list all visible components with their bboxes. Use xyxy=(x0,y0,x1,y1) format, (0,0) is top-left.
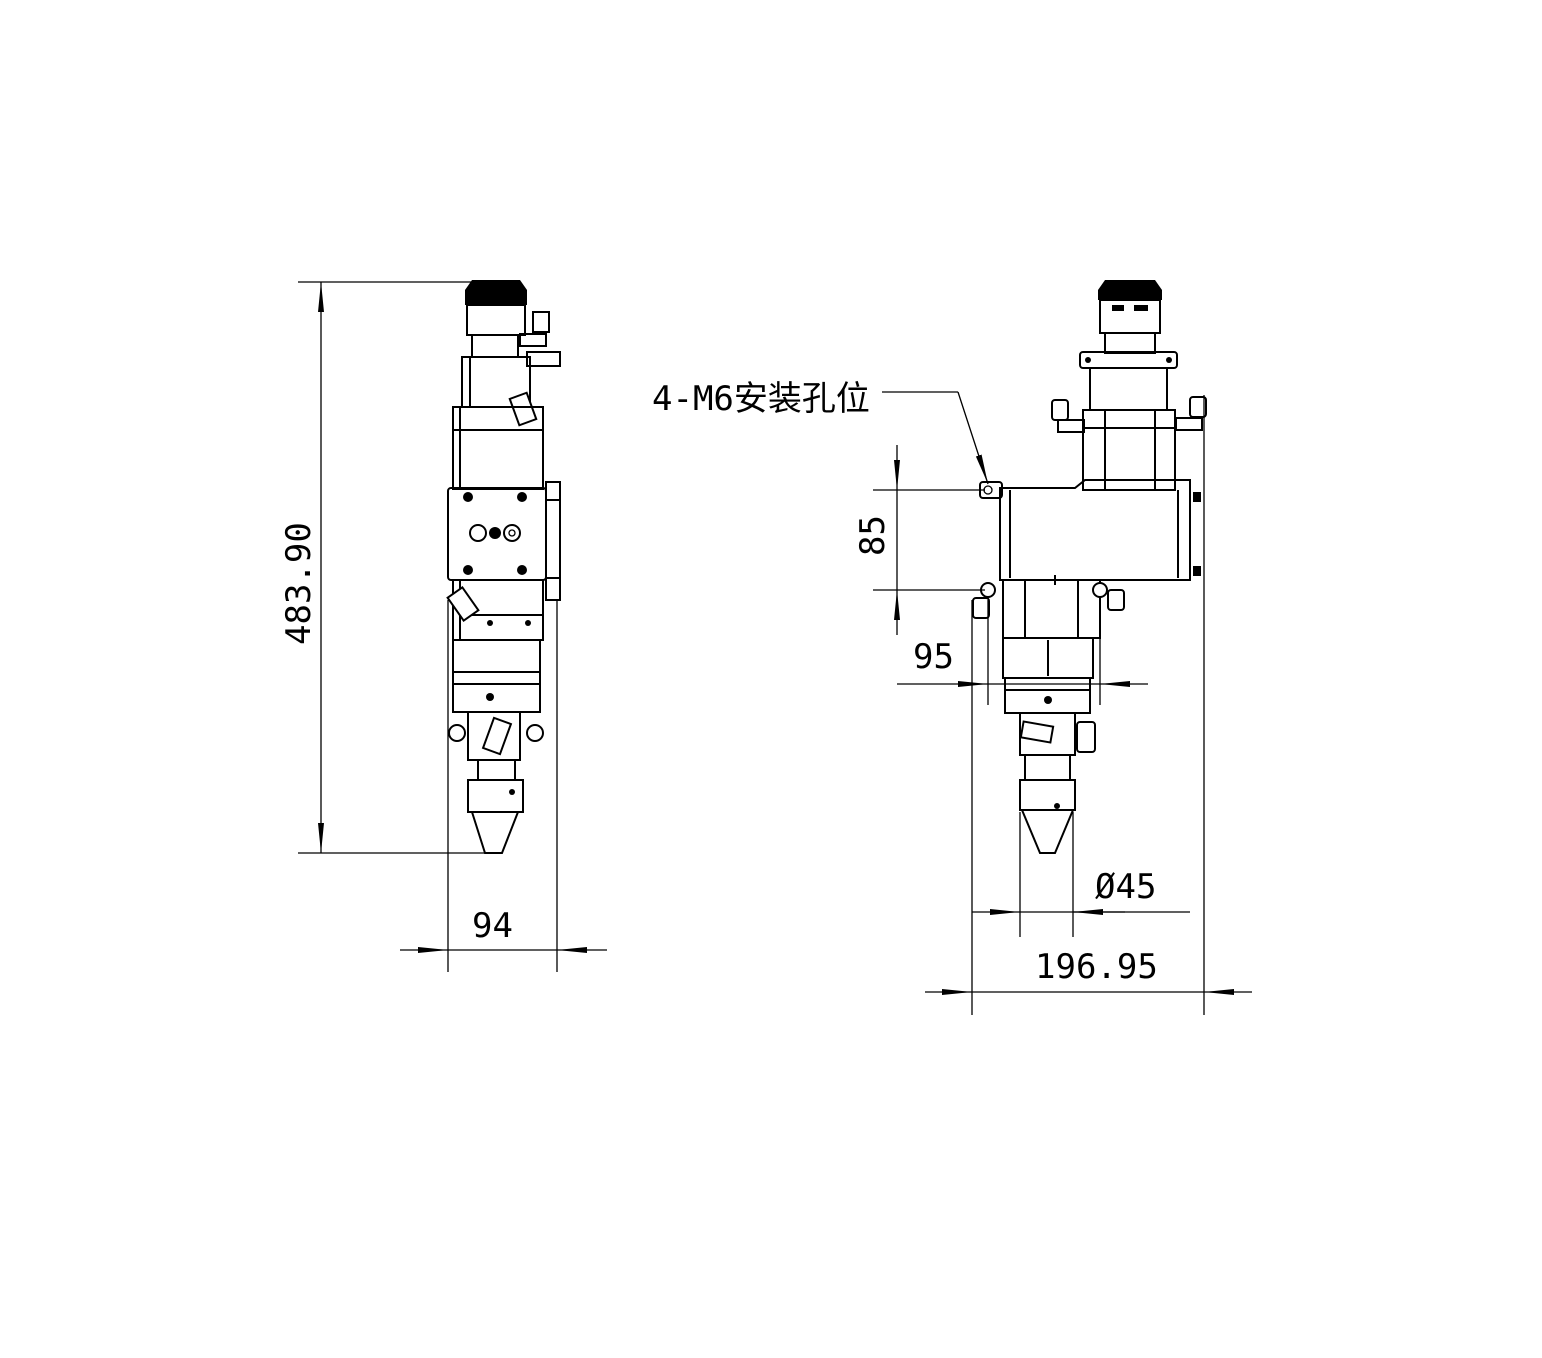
total-width-dimension: 196.95 xyxy=(925,395,1252,1015)
mount-holes-callout: 4-M6安装孔位 xyxy=(652,379,989,485)
front-width-label: 94 xyxy=(472,906,513,946)
front-width-dimension: 94 xyxy=(400,600,607,972)
nozzle-diameter-label: Ø45 xyxy=(1095,867,1156,907)
hole-spacing-label: 85 xyxy=(853,515,893,556)
mount-width-dimension: 95 xyxy=(897,600,1148,705)
side-view-cutting-head xyxy=(972,280,1207,854)
nozzle-diameter-dimension: Ø45 xyxy=(972,812,1190,937)
total-width-label: 196.95 xyxy=(1035,947,1158,987)
hole-spacing-dimension: 85 xyxy=(853,445,985,635)
height-dimension-label: 483.90 xyxy=(279,522,319,645)
height-dimension: 483.90 xyxy=(279,281,490,854)
front-view-cutting-head xyxy=(446,280,561,854)
mount-holes-label: 4-M6安装孔位 xyxy=(652,379,870,419)
mount-width-label: 95 xyxy=(913,637,954,677)
